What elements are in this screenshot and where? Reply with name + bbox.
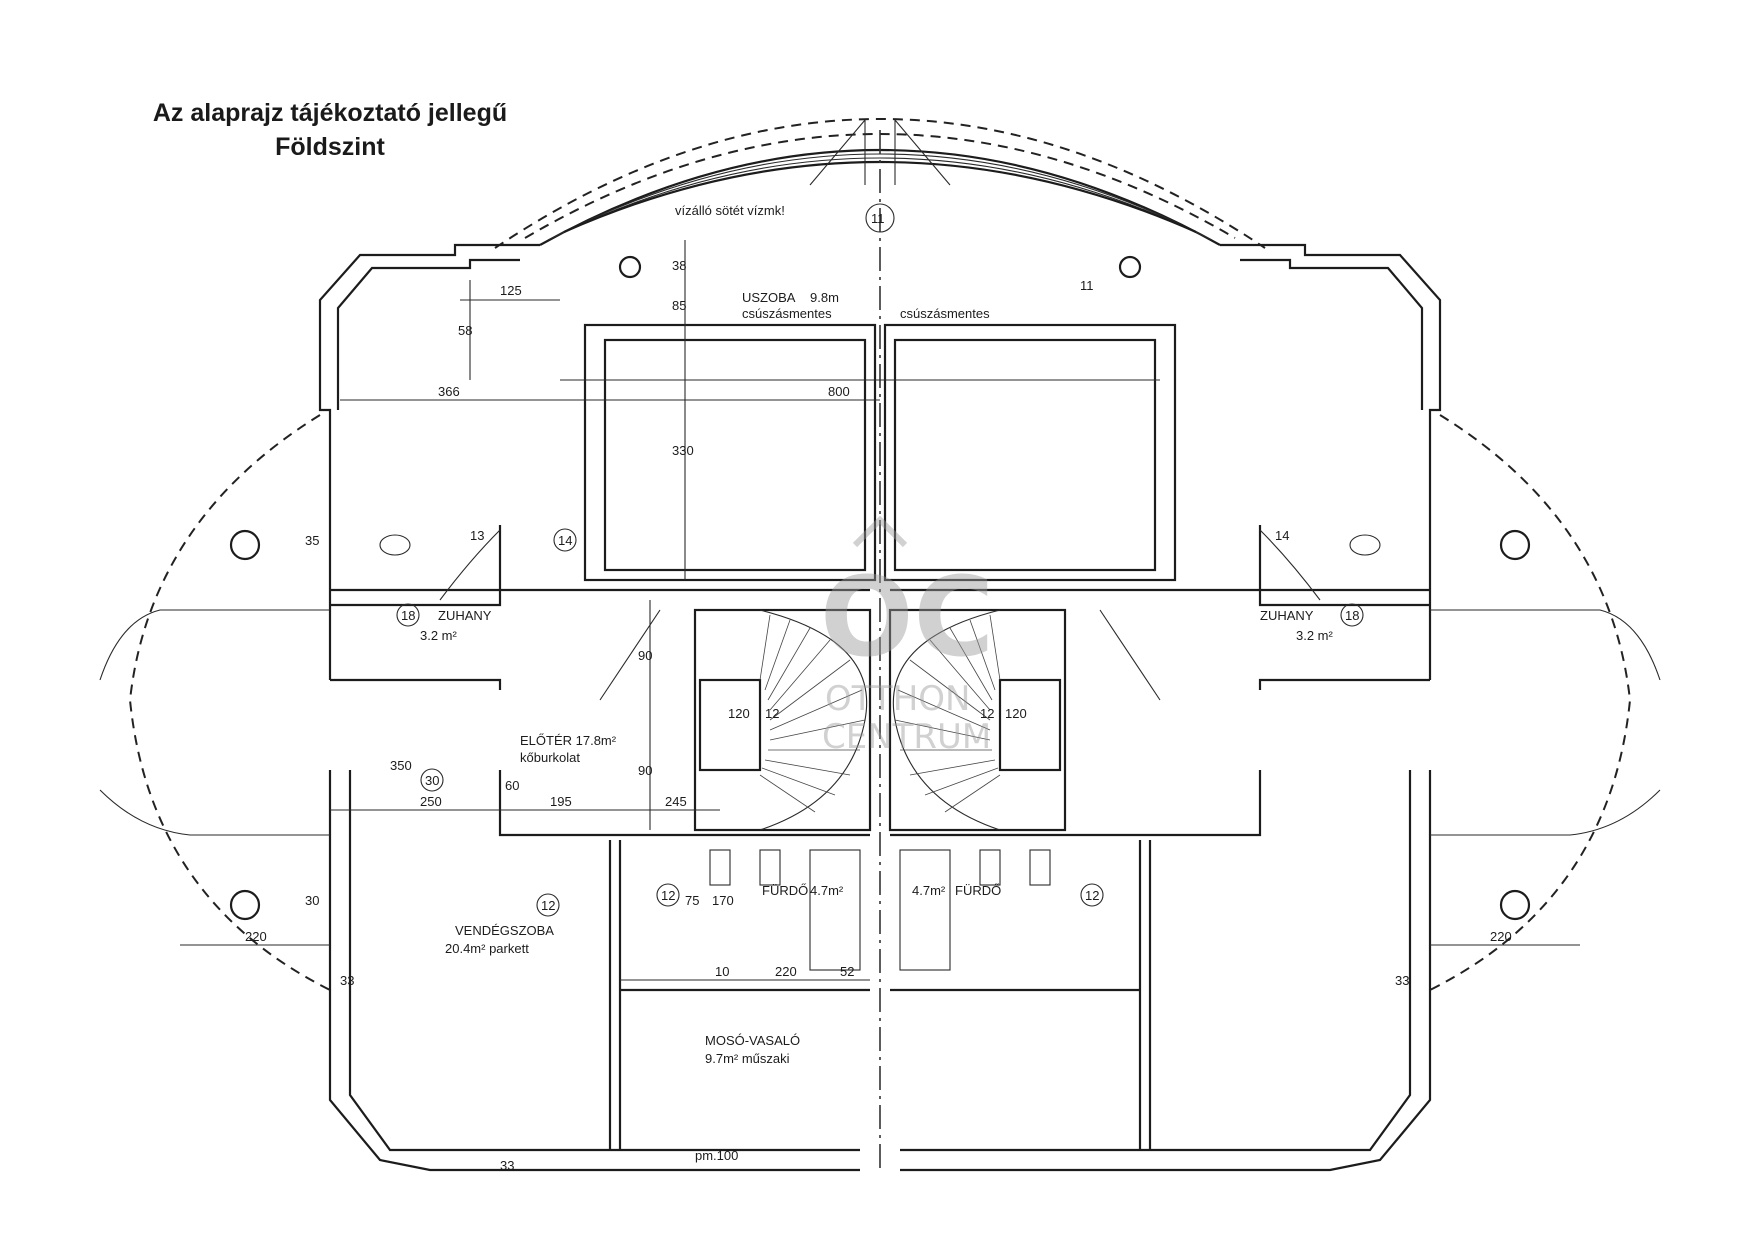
- entrance-floor: kőburkolat: [520, 750, 580, 765]
- exterior-walls-left: [318, 243, 860, 1172]
- watermark-logo: OC: [820, 553, 994, 681]
- pool-label: USZOBA: [742, 290, 796, 305]
- dim-33-b: 33: [1395, 973, 1409, 988]
- dim-90: 90: [638, 648, 652, 663]
- shower-left-label: ZUHANY: [438, 608, 492, 623]
- dim-38: 38: [672, 258, 686, 273]
- dim-120-b: 120: [1005, 706, 1027, 721]
- dim-125: 125: [500, 283, 522, 298]
- marker-14: 14: [558, 533, 572, 548]
- terrace-paths: [99, 609, 1661, 836]
- pool-basin-left: [583, 323, 877, 582]
- section-markers: [396, 203, 1364, 917]
- pool-note-left: csúszásmentes: [742, 306, 832, 321]
- dim-330: 330: [672, 443, 694, 458]
- dim-800: 800: [828, 384, 850, 399]
- dim-13: 13: [470, 528, 484, 543]
- watermark-line2: CENTRUM: [822, 717, 991, 757]
- dim-12-a: 12: [765, 706, 779, 721]
- shower-left-area: 3.2 m²: [420, 628, 458, 643]
- dim-220-a: 220: [775, 964, 797, 979]
- guest-room-area: 20.4m² parkett: [445, 941, 529, 956]
- pool-note-right: csúszásmentes: [900, 306, 990, 321]
- dim-170: 170: [712, 893, 734, 908]
- dim-220-b: 220: [245, 929, 267, 944]
- dim-120-a: 120: [728, 706, 750, 721]
- dim-75: 75: [685, 893, 699, 908]
- dim-12-b: 12: [980, 706, 994, 721]
- otthon-centrum-watermark: OC OTTHON CENTRUM: [820, 515, 994, 757]
- bath-right-area: 4.7m²: [912, 883, 946, 898]
- guest-room-label: VENDÉGSZOBA: [455, 923, 554, 938]
- fixtures: [379, 534, 1381, 971]
- sill-height: pm.100: [695, 1148, 738, 1163]
- dimension-lines: [180, 240, 1580, 981]
- bath-right-label: FÜRDŐ: [955, 883, 1001, 898]
- pool-area: 9.8m: [810, 290, 839, 305]
- marker-12-b: 12: [661, 888, 675, 903]
- bath-left-label: FÜRDŐ: [762, 883, 808, 898]
- laundry-label: MOSÓ-VASALÓ: [705, 1033, 800, 1048]
- dim-33-a: 33: [340, 973, 354, 988]
- heading-floor: Földszint: [275, 133, 385, 161]
- dim-350: 350: [390, 758, 412, 773]
- marker-11: 11: [871, 211, 885, 226]
- shower-right-label: ZUHANY: [1260, 608, 1314, 623]
- dim-58: 58: [458, 323, 472, 338]
- marker-30: 30: [425, 773, 439, 788]
- marker-18-a: 18: [401, 608, 415, 623]
- watermark-line1: OTTHON: [825, 679, 970, 719]
- marker-18-b: 18: [1345, 608, 1359, 623]
- laundry-area: 9.7m² műszaki: [705, 1051, 790, 1066]
- dim-52: 52: [840, 964, 854, 979]
- shower-right-area: 3.2 m²: [1296, 628, 1334, 643]
- dim-14: 14: [1275, 528, 1289, 543]
- heading-disclaimer: Az alaprajz tájékoztató jellegű: [152, 99, 508, 127]
- note-top: vízálló sötét vízmk!: [675, 203, 785, 218]
- staircase-left: [693, 608, 872, 832]
- exterior-walls-right: [900, 243, 1442, 1172]
- bath-left-area: 4.7m²: [810, 883, 844, 898]
- dim-35: 35: [305, 533, 319, 548]
- dim-60: 60: [505, 778, 519, 793]
- marker-12-c: 12: [1085, 888, 1099, 903]
- dim-10: 10: [715, 964, 729, 979]
- dim-30: 30: [305, 893, 319, 908]
- marker-12-a: 12: [541, 898, 555, 913]
- dim-366: 366: [438, 384, 460, 399]
- interior-walls: [330, 525, 1430, 1150]
- dim-11: 11: [1080, 278, 1094, 293]
- dim-250: 250: [420, 794, 442, 809]
- plan-heading: Az alaprajz tájékoztató jellegű Földszin…: [70, 96, 590, 164]
- entrance-label: ELŐTÉR 17.8m²: [520, 733, 617, 748]
- dim-220-c: 220: [1490, 929, 1512, 944]
- dim-85: 85: [672, 298, 686, 313]
- dim-90-b: 90: [638, 763, 652, 778]
- dim-33-c: 33: [500, 1158, 514, 1173]
- staircase-right: [888, 608, 1067, 832]
- pool-basin-right: [883, 323, 1177, 582]
- dim-195: 195: [550, 794, 572, 809]
- columns: [229, 255, 1531, 921]
- dim-245: 245: [665, 794, 687, 809]
